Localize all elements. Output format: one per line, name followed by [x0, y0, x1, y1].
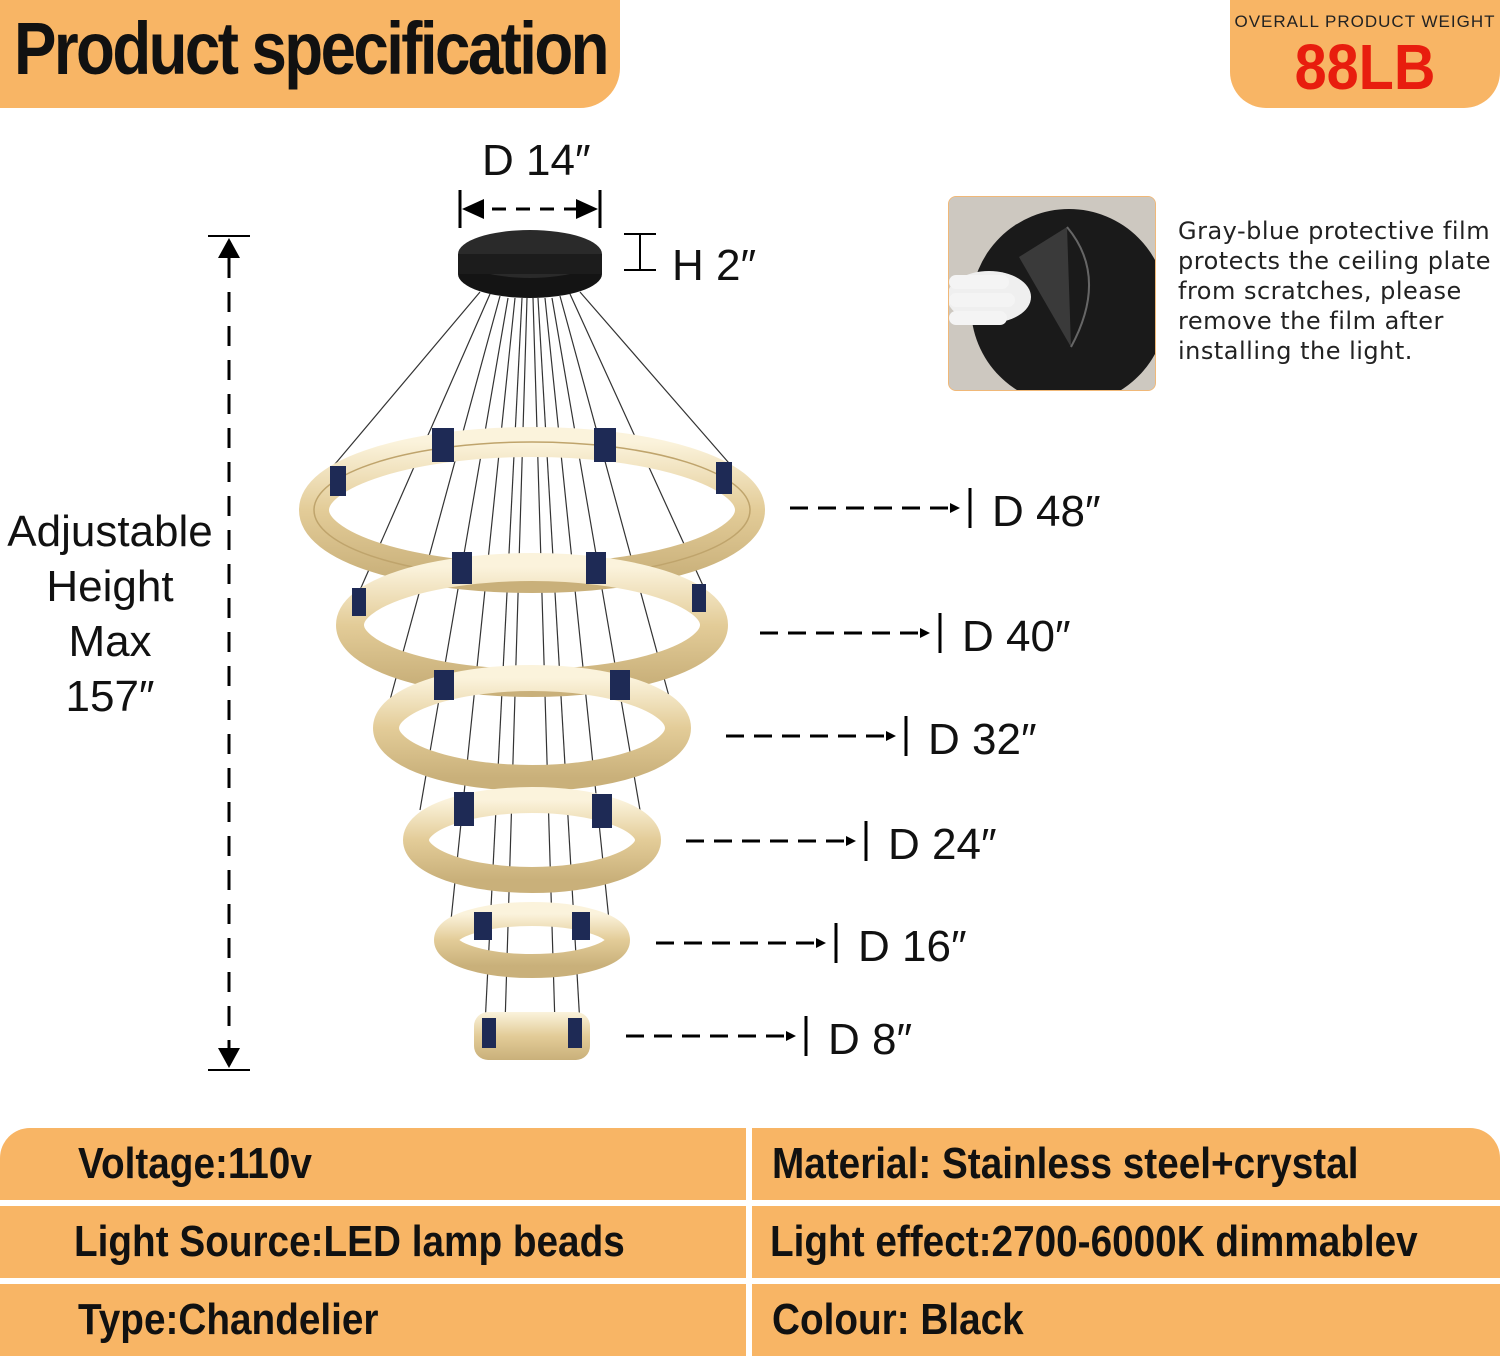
height-label-line2: Height [46, 562, 174, 611]
ring-16-label: D 16″ [858, 922, 967, 971]
height-label-line1: Adjustable [7, 507, 213, 556]
ring-24-label: D 24″ [888, 820, 997, 869]
weight-badge: OVERALL PRODUCT WEIGHT 88LB [1230, 0, 1500, 108]
canopy-width-dimension: D 14″ [458, 136, 602, 228]
ring-24 [403, 787, 661, 893]
title-banner: Product specification [0, 0, 620, 108]
weight-label: OVERALL PRODUCT WEIGHT [1234, 12, 1496, 31]
spec-type: Type:Chandelier [0, 1284, 746, 1356]
adjustable-height-label: Adjustable Height Max 157″ [0, 504, 220, 724]
protective-film-photo [948, 196, 1156, 391]
ring-48-label: D 48″ [992, 487, 1101, 536]
ring-32-label: D 32″ [928, 715, 1037, 764]
canopy-height-dimension: H 2″ [624, 233, 756, 290]
ring-40-label: D 40″ [962, 612, 1071, 661]
spec-colour-text: Colour: Black [772, 1295, 1024, 1344]
spec-voltage: Voltage:110v [0, 1128, 746, 1200]
ring-32 [373, 665, 691, 791]
ring-16 [434, 902, 630, 978]
spec-voltage-text: Voltage:110v [78, 1139, 312, 1188]
height-label-line4: 157″ [65, 672, 155, 721]
spec-colour: Colour: Black [752, 1284, 1500, 1356]
canopy-diameter-label: D 14″ [482, 136, 591, 185]
protective-film-note: Gray-blue protective film protects the c… [1178, 217, 1492, 365]
height-label-line3: Max [68, 617, 152, 666]
spec-material-text: Material: Stainless steel+crystal [772, 1139, 1359, 1188]
ring-dimension-arrows [626, 488, 972, 1056]
ring-8-label: D 8″ [828, 1015, 912, 1064]
spec-material: Material: Stainless steel+crystal [752, 1128, 1500, 1200]
page-title: Product specification [14, 7, 610, 90]
spec-type-text: Type:Chandelier [78, 1295, 379, 1344]
canopy-height-label: H 2″ [672, 241, 756, 290]
ring-8 [474, 1012, 590, 1060]
spec-light-effect-text: Light effect:2700-6000K dimmablev [770, 1217, 1418, 1266]
spec-light-source: Light Source:LED lamp beads [0, 1206, 746, 1278]
weight-value: 88LB [1294, 31, 1436, 103]
chandelier-diagram: D 14″ H 2″ [208, 136, 1101, 1071]
overall-height-dimension [208, 235, 250, 1071]
ring-40 [336, 552, 728, 697]
spec-table: Voltage:110v Material: Stainless steel+c… [0, 1128, 1500, 1358]
film-illustration [949, 197, 1155, 390]
spec-light-source-text: Light Source:LED lamp beads [74, 1217, 625, 1266]
spec-light-effect: Light effect:2700-6000K dimmablev [752, 1206, 1500, 1278]
ceiling-canopy [458, 230, 602, 298]
